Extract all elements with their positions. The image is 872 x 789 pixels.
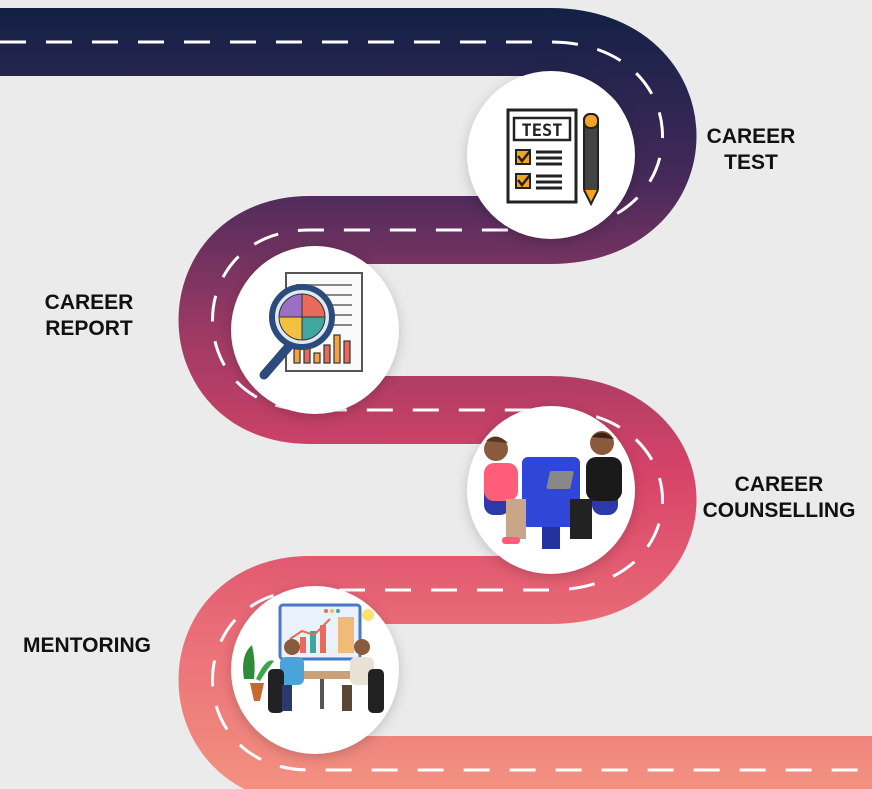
career-counselling-label-line2: COUNSELLING bbox=[702, 499, 856, 522]
mentoring-presentation-illustration bbox=[243, 603, 384, 713]
career-test-label-line1: CAREER bbox=[706, 125, 796, 148]
career-counselling-label: CAREER COUNSELLING bbox=[690, 472, 868, 524]
test-checklist-pencil-icon: TEST bbox=[506, 108, 599, 207]
career-test-label: CAREER TEST bbox=[706, 124, 796, 176]
mentoring-circle bbox=[231, 586, 399, 754]
career-test-circle: TEST bbox=[467, 71, 635, 239]
career-report-label-line1: CAREER bbox=[44, 291, 134, 314]
career-counselling-circle bbox=[467, 406, 635, 574]
career-report-label-line2: REPORT bbox=[45, 317, 133, 340]
career-test-label-line2: TEST bbox=[724, 151, 778, 174]
report-magnifier-pie-chart-icon bbox=[259, 272, 363, 380]
road-center-dashes bbox=[0, 40, 872, 772]
career-report-label: CAREER REPORT bbox=[36, 290, 142, 342]
mentoring-label: MENTORING bbox=[6, 633, 168, 659]
career-counselling-label-line1: CAREER bbox=[734, 473, 824, 496]
svg-text:TEST: TEST bbox=[522, 121, 563, 141]
career-report-circle bbox=[231, 246, 399, 414]
counselling-meeting-illustration bbox=[484, 431, 622, 549]
mentoring-label-line1: MENTORING bbox=[23, 634, 151, 657]
